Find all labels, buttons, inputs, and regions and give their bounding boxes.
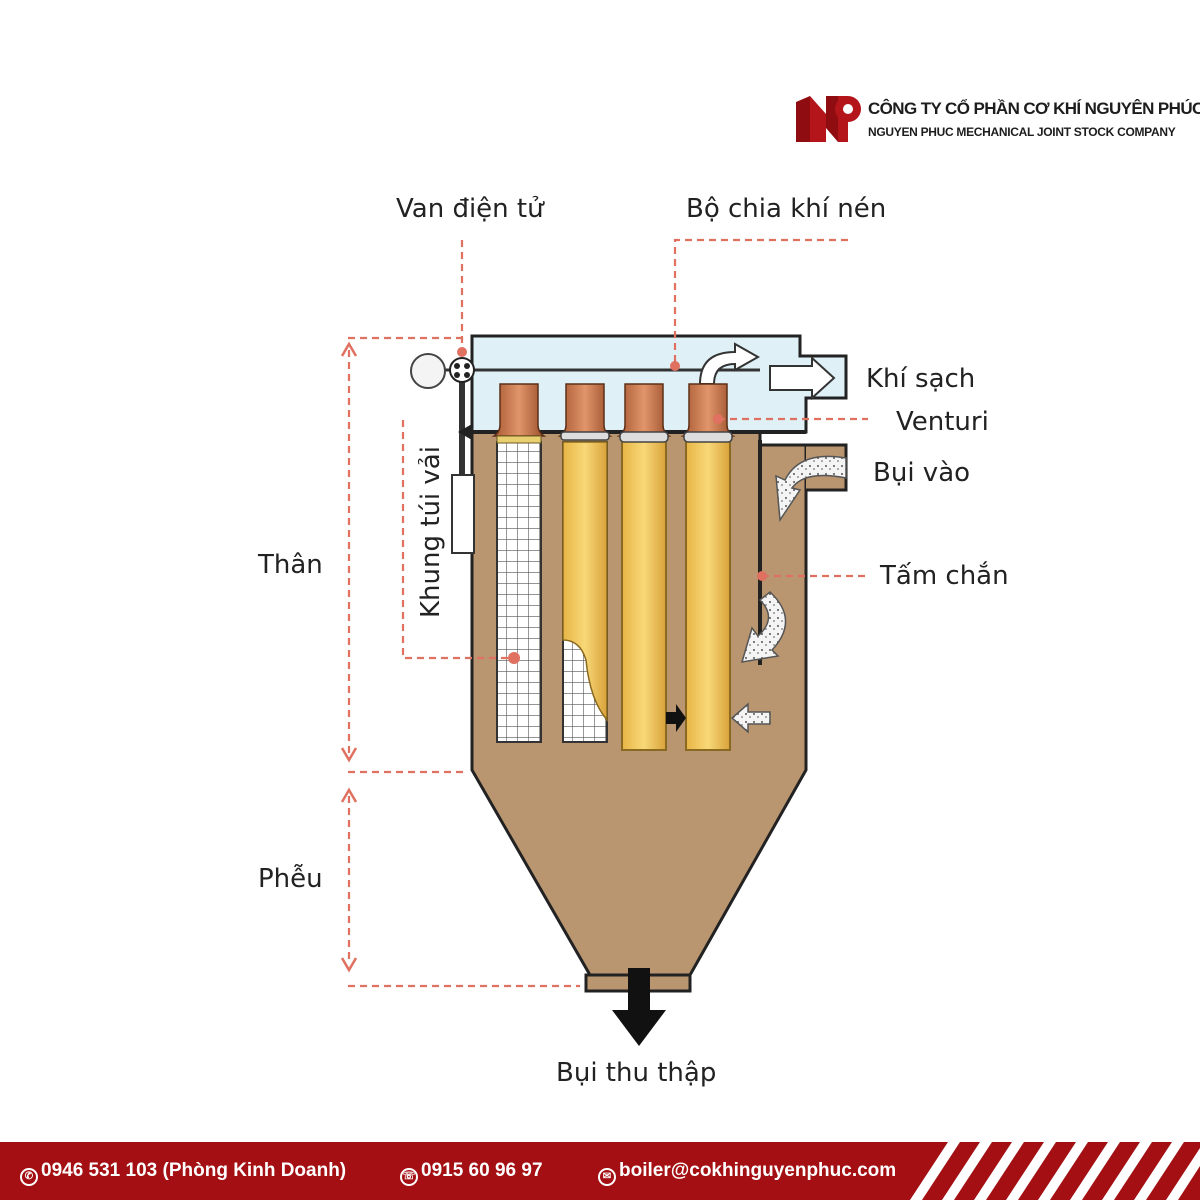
company-name-en: NGUYEN PHUC MECHANICAL JOINT STOCK COMPA… [868, 125, 1176, 139]
headset-icon: ☏ [400, 1168, 418, 1186]
dust-in-arrow [775, 455, 847, 523]
email-text: boiler@cokhinguyenphuc.com [619, 1160, 897, 1181]
bag-cage-1 [496, 441, 542, 743]
label-dust-in: Bụi vào [873, 458, 971, 488]
label-hopper: Phễu [258, 864, 323, 894]
phone-icon: ✆ [20, 1168, 38, 1186]
filter-bag-2 [562, 441, 608, 723]
np-logo-icon [796, 96, 861, 142]
company-logo [796, 92, 862, 144]
label-collected-dust: Bụi thu thập [556, 1058, 717, 1088]
collected-dust-arrow [612, 968, 666, 1046]
footer-bar: ✆0946 531 103 (Phòng Kinh Doanh) ☏0915 6… [0, 1142, 1200, 1200]
dimension-arrowheads [340, 341, 358, 973]
label-body: Thân [258, 550, 323, 580]
label-baffle: Tấm chắn [880, 561, 1009, 591]
clean-air-arrow-up [698, 342, 761, 385]
phone-sales-text: 0946 531 103 (Phòng Kinh Doanh) [41, 1160, 347, 1181]
air-tank [410, 353, 446, 389]
label-clean-air: Khí sạch [866, 364, 976, 394]
solenoid-valve-icon [449, 357, 475, 383]
leader-lines [347, 238, 868, 988]
filter-bag-4 [685, 435, 731, 751]
mail-icon: ✉ [598, 1168, 616, 1186]
label-solenoid-valve: Van điện tử [396, 194, 544, 224]
leader-dots [457, 347, 767, 664]
flow-arrow [666, 704, 686, 732]
phone-2-text: 0915 60 96 97 [421, 1160, 543, 1181]
label-bag-cage: Khung túi vải [416, 446, 446, 618]
control-box [451, 474, 475, 554]
company-name-vi: CÔNG TY CỔ PHẦN CƠ KHÍ NGUYÊN PHÚC [868, 99, 1200, 118]
venturi-tubes [491, 383, 736, 444]
contact-phone-sales[interactable]: ✆0946 531 103 (Phòng Kinh Doanh) [20, 1161, 346, 1186]
label-venturi: Venturi [896, 407, 989, 437]
footer-stripes [900, 1142, 1200, 1200]
contact-email[interactable]: ✉boiler@cokhinguyenphuc.com [598, 1161, 896, 1186]
dust-down-arrow [740, 591, 787, 663]
filter-bag-3 [621, 435, 667, 751]
contact-phone-2[interactable]: ☏0915 60 96 97 [400, 1161, 543, 1186]
label-air-header: Bộ chia khí nén [686, 194, 887, 224]
clean-air-arrow-out [769, 355, 836, 401]
dust-side-arrow [730, 702, 771, 734]
baghouse-diagram [340, 238, 868, 1046]
